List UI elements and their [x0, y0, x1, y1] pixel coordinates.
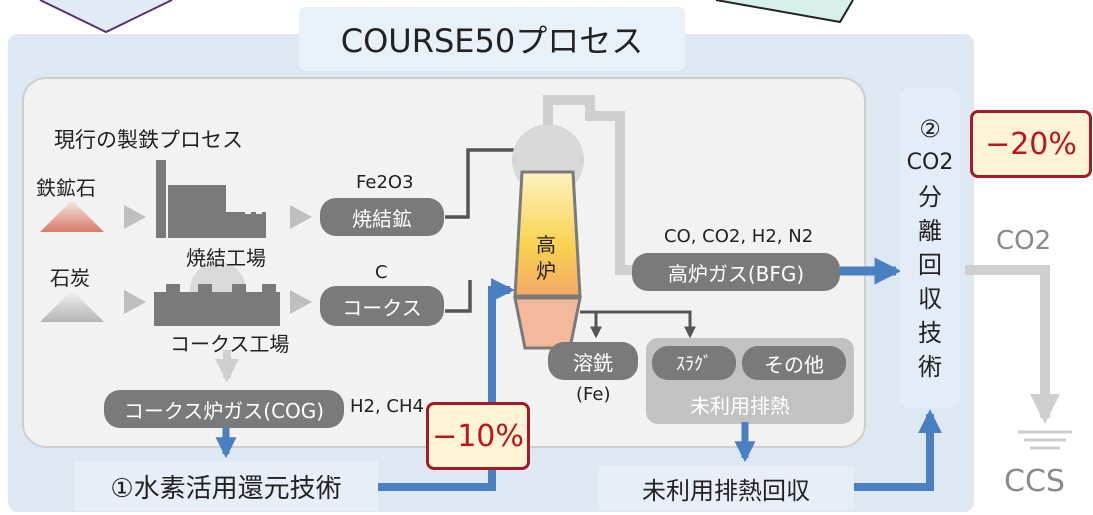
other-box: その他 — [742, 346, 846, 380]
hot-metal-subtitle: (Fe) — [576, 384, 611, 405]
coke-formula: C — [375, 262, 388, 283]
left-chevron-shape — [39, 0, 173, 34]
unused-heat-recovery-box: 未利用排熱回収 — [598, 466, 854, 510]
recovery-to-separation-line — [852, 409, 942, 491]
ccs-label: CCS — [1004, 464, 1065, 499]
sinter-formula: Fe2O3 — [356, 172, 414, 193]
right-chevron-shape — [715, 0, 854, 24]
coke-box: コークス — [320, 286, 444, 326]
iron-ore-label: 鉄鉱石 — [36, 176, 96, 200]
co2-output-label: CO2 — [996, 226, 1052, 256]
coal-pile — [40, 290, 104, 322]
unused-heat-label: 未利用排熱 — [690, 394, 790, 418]
sinter-plant-icon — [156, 160, 266, 238]
co2-separation-box — [900, 88, 960, 408]
page-title: COURSE50プロセス — [299, 7, 685, 71]
reduction-badge-separation: −20% — [970, 110, 1092, 178]
hydrogen-reduction-tech-box: ①水素活用還元技術 — [74, 461, 378, 511]
coal-label: 石炭 — [50, 266, 90, 290]
sinter-ore-box: 焼結鉱 — [320, 198, 444, 236]
furnace-to-slag-line — [580, 310, 696, 339]
storage-ground-icon — [1018, 430, 1072, 450]
sinter-to-product-arrow — [290, 205, 312, 229]
ore-to-sinter-arrow — [124, 205, 146, 229]
coke-plant-icon — [154, 284, 280, 326]
tech2-formula: CO2 — [906, 150, 954, 175]
co2-to-ccs-line — [965, 265, 1060, 424]
blast-furnace-label: 高 炉 — [536, 233, 556, 283]
bfg-box: 高炉ガス(BFG) — [632, 253, 840, 291]
furnace-to-hotmetal-line — [580, 310, 602, 339]
current-process-label: 現行の製鉄プロセス — [54, 128, 243, 152]
reduction-badge-hydrogen: −10% — [426, 402, 530, 470]
cog-formula: H2, CH4 — [350, 396, 424, 417]
tech2-number: ② — [919, 115, 941, 143]
coal-to-coke-arrow — [124, 290, 146, 314]
blast-furnace-shape — [515, 172, 580, 296]
top-decoration — [39, 0, 854, 34]
coke-to-product-arrow — [290, 290, 312, 314]
slag-box: ｽﾗｸﾞ — [652, 346, 736, 380]
sinter-plant-label: 焼結工場 — [186, 246, 266, 270]
coke-plant-label: コークス工場 — [170, 332, 290, 356]
co2-separation-text: ② CO2 分 離 回 収 技 術 — [900, 112, 960, 384]
coke-to-furnace-line — [445, 280, 472, 313]
tech1-to-furnace-line — [378, 278, 515, 491]
bfg-formula: CO, CO2, H2, N2 — [664, 226, 814, 247]
blast-furnace-hearth — [513, 296, 582, 350]
hot-metal-box: 溶銑 — [548, 342, 638, 380]
furnace-gas-loop — [543, 95, 636, 275]
iron-ore-pile — [40, 200, 104, 232]
tech2-label: 分 離 回 収 技 術 — [918, 183, 942, 381]
cog-box: コークス炉ガス(COG) — [104, 390, 344, 428]
